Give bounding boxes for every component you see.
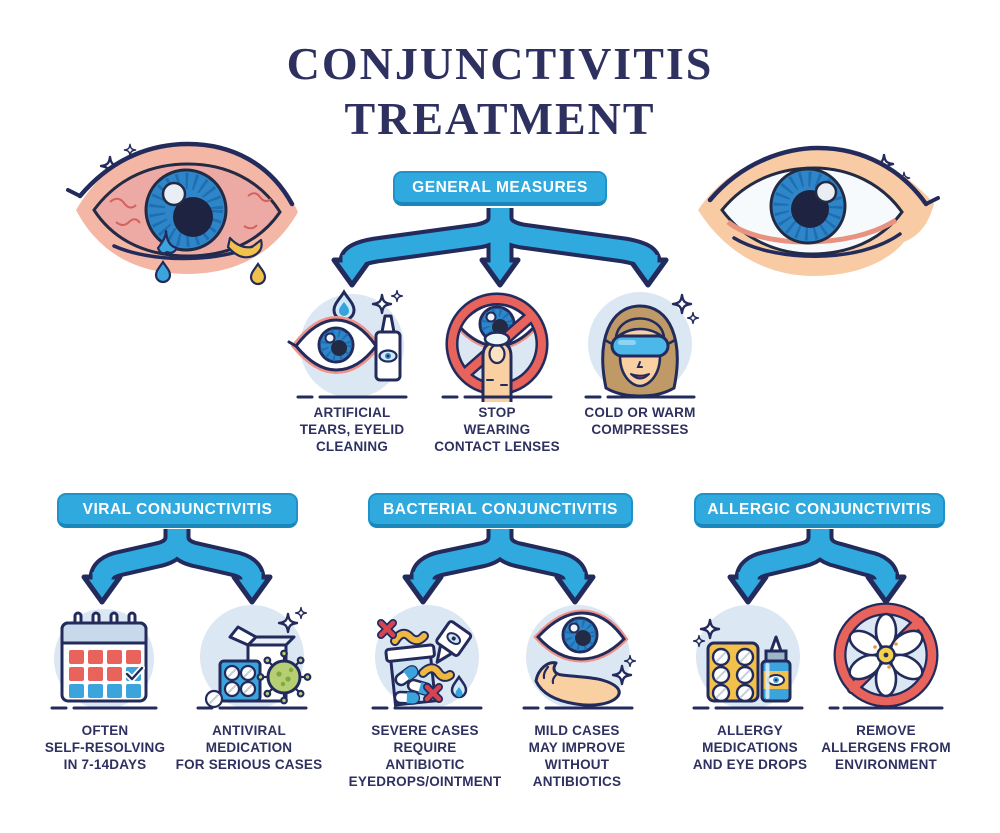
- general-measures-arrows: [331, 204, 669, 288]
- no-allergens-flower-icon: [828, 602, 944, 710]
- bacterial-banner-label: BACTERIAL CONJUNCTIVITIS: [383, 500, 618, 518]
- antiviral-medication-icon: [196, 605, 312, 710]
- inflamed-eye-illustration: [66, 141, 298, 286]
- viral-item-label: OFTEN SELF-RESOLVING IN 7-14DAYS: [44, 723, 166, 772]
- general-item-label: STOP WEARING CONTACT LENSES: [434, 405, 560, 454]
- no-contact-lenses-icon: [441, 292, 553, 402]
- allergic-item-label: ALLERGY MEDICATIONS AND EYE DROPS: [692, 723, 808, 772]
- general-measures-label: GENERAL MEASURES: [412, 178, 588, 196]
- viral-banner-label: VIRAL CONJUNCTIVITIS: [82, 500, 273, 518]
- bacterial-item-label: SEVERE CASES REQUIRE ANTIBIOTIC EYEDROPS…: [348, 723, 502, 789]
- antibiotic-eyedrops-icon: [371, 605, 483, 710]
- viral-conjunctivitis-banner: VIRAL CONJUNCTIVITIS: [57, 493, 298, 528]
- calendar-icon: [50, 609, 158, 710]
- bacterial-conjunctivitis-banner: BACTERIAL CONJUNCTIVITIS: [368, 493, 633, 528]
- allergy-medication-icon: [692, 605, 804, 710]
- allergic-banner-label: ALLERGIC CONJUNCTIVITIS: [707, 500, 932, 518]
- allergic-conjunctivitis-banner: ALLERGIC CONJUNCTIVITIS: [694, 493, 945, 528]
- eye-in-hand-icon: [522, 605, 637, 710]
- artificial-tears-icon: [287, 289, 408, 399]
- general-measures-banner: GENERAL MEASURES: [393, 171, 607, 206]
- viral-section-arrows: [81, 523, 273, 605]
- bacterial-item-label: MILD CASES MAY IMPROVE WITHOUT ANTIBIOTI…: [528, 723, 626, 789]
- eye-compress-mask-icon: [584, 292, 700, 399]
- healthy-eye-illustration: [698, 145, 940, 276]
- viral-item-label: ANTIVIRAL MEDICATION FOR SERIOUS CASES: [175, 723, 323, 772]
- allergic-item-label: REMOVE ALLERGENS FROM ENVIRONMENT: [821, 723, 951, 772]
- general-item-label: ARTIFICIAL TEARS, EYELID CLEANING: [299, 405, 405, 454]
- general-item-label: COLD OR WARM COMPRESSES: [584, 405, 696, 437]
- allergic-section-arrows: [727, 523, 907, 605]
- bacterial-section-arrows: [402, 523, 596, 605]
